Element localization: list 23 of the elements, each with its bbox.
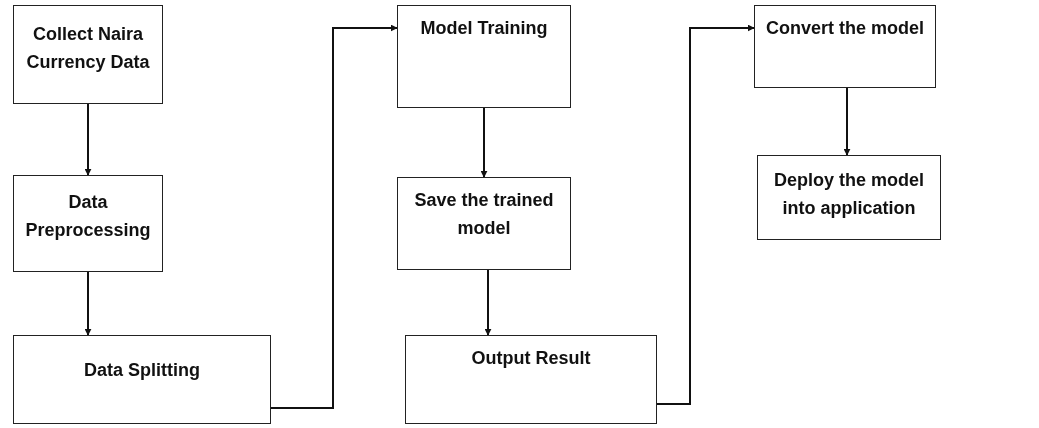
step-label: Deploy the model into application [773, 169, 925, 220]
process-box [405, 335, 657, 424]
process-box [757, 155, 941, 240]
step-label: Collect Naira Currency Data [25, 23, 151, 74]
process-box [13, 175, 163, 272]
process-box [397, 5, 571, 108]
arrow [843, 87, 851, 156]
process-box [754, 5, 936, 88]
step-label: Data Preprocessing [24, 191, 152, 242]
arrow [484, 269, 492, 336]
arrow [84, 103, 92, 176]
process-box [13, 5, 163, 104]
arrow [84, 271, 92, 336]
step-label: Convert the model [766, 17, 924, 40]
step-label: Save the trained model [413, 189, 555, 240]
step-label: Data Splitting [84, 359, 200, 382]
process-box [13, 335, 271, 424]
arrow [270, 24, 398, 409]
step-label: Output Result [471, 347, 591, 370]
step-label: Model Training [420, 17, 548, 40]
process-box [397, 177, 571, 270]
arrow [480, 107, 488, 178]
arrow [656, 24, 755, 405]
